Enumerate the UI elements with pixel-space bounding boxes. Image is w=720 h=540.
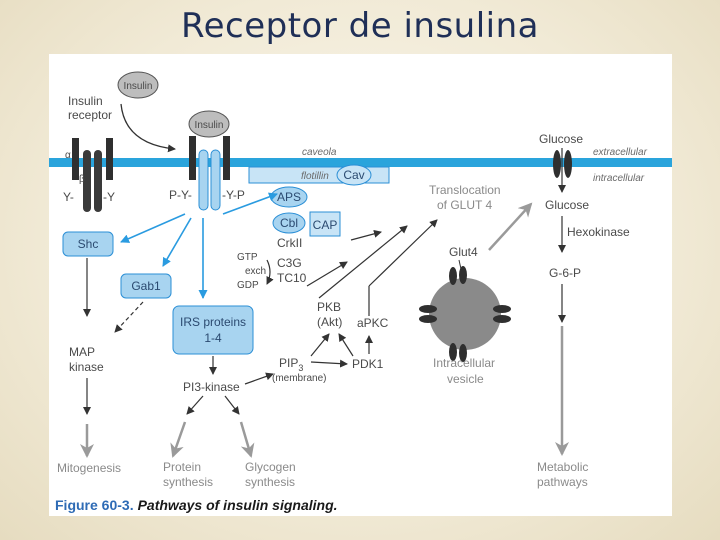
vesicle-label-1: Intracellular <box>433 356 495 370</box>
vesicle-label-2: vesicle <box>447 372 484 386</box>
pdk1-label: PDK1 <box>352 357 384 371</box>
caveolin-label: Cav <box>343 168 364 182</box>
protein-synthesis-arrow <box>170 421 187 458</box>
glut4-membrane-transporter <box>553 150 572 178</box>
figure-caption: Figure 60-3.Pathways of insulin signalin… <box>55 497 338 513</box>
pkb-to-translocation-arrow <box>318 225 408 299</box>
caveolin-node <box>336 164 372 186</box>
beta-subunit-label: β <box>79 174 85 185</box>
pdk1-to-pkb-arrow <box>338 333 354 357</box>
phosphotyrosine-left-label: P-Y- <box>169 188 192 202</box>
g6p-label: G-6-P <box>549 266 581 280</box>
gab1-box <box>120 273 172 299</box>
pip3-to-pdk1-arrow <box>310 359 348 368</box>
tyrosine-right-label: -Y <box>103 190 115 204</box>
irs-label-1: IRS proteins <box>180 315 246 329</box>
flotillin-label: flotillin <box>301 171 329 182</box>
shc-label: Shc <box>78 237 99 251</box>
exch-label: exch <box>245 266 266 277</box>
caveola-label: caveola <box>302 147 337 158</box>
pi3k-glycogen-arrow <box>224 395 240 415</box>
irs-proteins-box <box>172 305 254 355</box>
extracellular-label: extracellular <box>593 147 648 158</box>
insulin-signaling-figure: Insulin Insulin receptor α β Y- -Y Insul… <box>49 54 672 516</box>
pip3-label: PIP3 <box>279 356 303 373</box>
gtp-exchange-arrow <box>266 259 274 285</box>
cap-label: CAP <box>313 218 338 232</box>
pi3k-protein-arrow <box>186 395 204 415</box>
diagram-canvas: Insulin Insulin receptor α β Y- -Y Insul… <box>49 71 672 513</box>
glucose-intracellular-label: Glucose <box>545 198 589 212</box>
translocation-arrow <box>488 202 533 251</box>
gdp-label: GDP <box>237 280 259 291</box>
apkc-label: aPKC <box>357 316 389 330</box>
intracellular-vesicle <box>429 278 501 350</box>
cbl-label: Cbl <box>280 216 298 230</box>
pi3-kinase-label: PI3-kinase <box>183 380 240 394</box>
glycogen-synthesis-arrow <box>239 421 255 458</box>
cbl-node <box>272 212 306 234</box>
insulin-receptor-unbound <box>72 138 113 212</box>
glucose-extracellular-label: Glucose <box>539 132 583 146</box>
tc10-label: TC10 <box>277 271 307 285</box>
tc10-arrow <box>306 261 348 287</box>
slide-title: Receptor de insulina <box>181 6 539 46</box>
intracellular-label: intracellular <box>593 173 645 184</box>
crkii-label: CrkII <box>277 236 302 250</box>
cap-to-translocation-arrow <box>350 229 382 241</box>
insulin-free-label: Insulin <box>124 81 153 92</box>
plasma-membrane <box>49 158 672 167</box>
insulin-receptor-label-1: Insulin <box>68 94 103 108</box>
pkb-label-2: (Akt) <box>317 315 342 329</box>
aps-label: APS <box>277 190 301 204</box>
membrane-label: (membrane) <box>272 373 326 384</box>
cap-node <box>309 211 341 237</box>
glycogen-synthesis-label-2: synthesis <box>245 475 295 489</box>
c3g-label: C3G <box>277 256 302 270</box>
gab1-label: Gab1 <box>131 279 161 293</box>
irs-label-2: 1-4 <box>204 331 222 345</box>
protein-synthesis-label-2: synthesis <box>163 475 213 489</box>
insulin-receptor-label-2: receptor <box>68 108 112 122</box>
insulin-binding-arrow <box>120 103 176 153</box>
alpha-subunit-label: α <box>65 150 71 161</box>
translocation-label-2: of GLUT 4 <box>437 198 492 212</box>
insulin-bound-label: Insulin <box>195 120 224 131</box>
apkc-to-translocation-arrow <box>368 219 438 287</box>
glycogen-synthesis-label-1: Glycogen <box>245 460 296 474</box>
shc-box <box>62 231 114 257</box>
glut4-transporters <box>419 266 511 362</box>
mitogenesis-label: Mitogenesis <box>57 461 121 475</box>
gab1-to-map-arrow <box>114 301 144 333</box>
metabolic-pathways-label-1: Metabolic <box>537 460 588 474</box>
tyrosine-left-label: Y- <box>63 190 74 204</box>
metabolic-pathways-label-2: pathways <box>537 475 588 489</box>
map-kinase-label-1: MAP <box>69 345 95 359</box>
protein-synthesis-label-1: Protein <box>163 460 201 474</box>
pip3-to-pkb-arrow <box>310 333 330 357</box>
insulin-free-icon <box>117 71 159 99</box>
gtp-label: GTP <box>237 252 258 263</box>
insulin-bound-icon <box>188 110 230 138</box>
glut4-label: Glut4 <box>449 245 478 259</box>
hexokinase-label: Hexokinase <box>567 225 630 239</box>
translocation-label-1: Translocation <box>429 183 501 197</box>
insulin-receptor-bound <box>189 136 230 211</box>
pkb-label-1: PKB <box>317 300 341 314</box>
pi3k-to-pip3-arrow <box>244 372 274 385</box>
receptor-activation-arrows <box>120 192 278 299</box>
map-kinase-label-2: kinase <box>69 360 104 374</box>
phosphotyrosine-right-label: -Y-P <box>222 188 245 202</box>
